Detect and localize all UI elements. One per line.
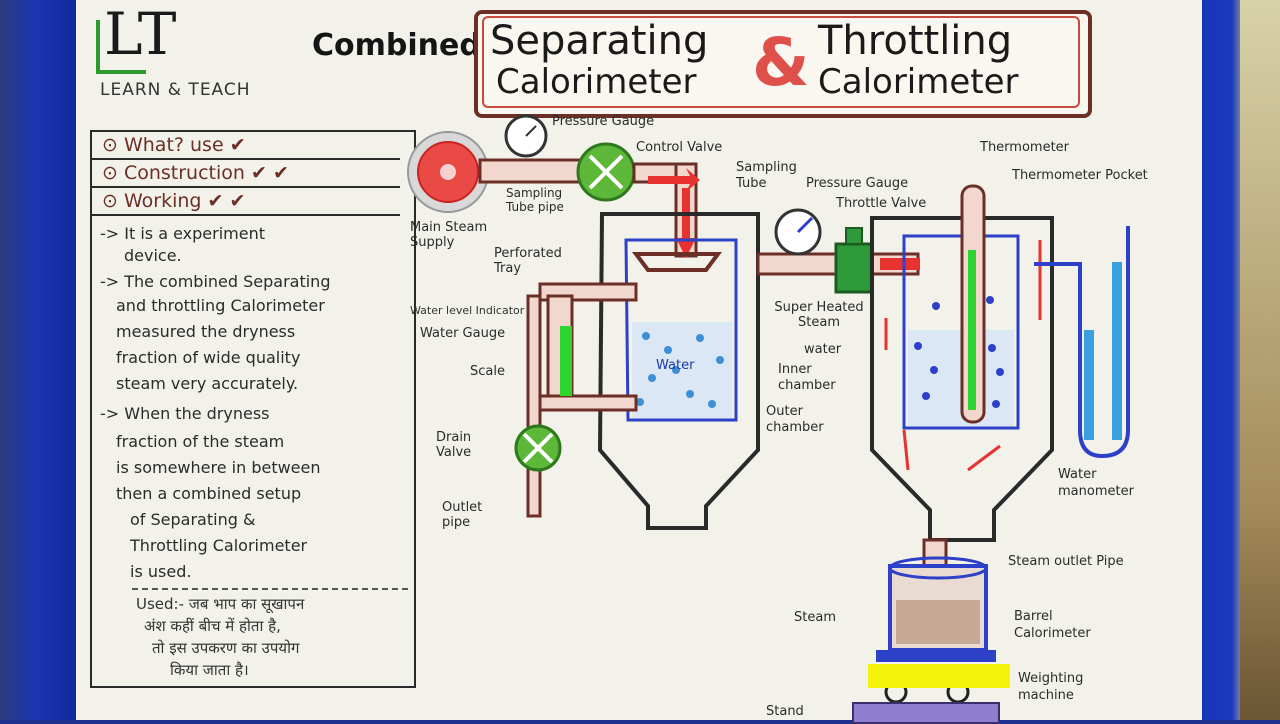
label-barrel-calorimeter: Barrel Calorimeter	[1014, 609, 1091, 641]
used-line: Used:- जब भाप का सूखापन	[136, 595, 305, 613]
throttle-valve	[834, 242, 874, 294]
separator-outer	[597, 212, 760, 530]
note-line: is somewhere in between	[116, 458, 321, 477]
label-steam: Steam	[794, 610, 836, 625]
note-line: of Separating &	[130, 510, 256, 529]
logo-l-base	[96, 70, 146, 74]
logo-tagline: LEARN & TEACH	[100, 80, 251, 100]
label-pressure-gauge-2: Pressure Gauge	[806, 176, 909, 191]
label-water: water	[804, 342, 842, 357]
logo-l-stroke	[96, 20, 100, 72]
label-water-in-tank: Water	[656, 358, 695, 373]
stand-block	[852, 702, 1000, 724]
label-perforated-tray: Perforated Tray	[494, 246, 562, 276]
label-thermometer: Thermometer	[980, 140, 1070, 155]
label-control-valve: Control Valve	[636, 140, 723, 155]
weighing-platform	[876, 650, 996, 662]
title-line1-right: Throttling	[818, 18, 1013, 64]
note-line: steam very accurately.	[116, 374, 299, 393]
note-line: is used.	[130, 562, 192, 581]
row-divider	[92, 186, 400, 188]
title-line2-right: Calorimeter	[818, 62, 1019, 102]
row-divider	[92, 158, 400, 160]
label-steam-outlet-pipe: Steam outlet Pipe	[1008, 554, 1124, 569]
label-super-heated-steam: Super Heated Steam	[774, 300, 864, 330]
label-throttle-valve: Throttle Valve	[836, 196, 927, 211]
topic-what-use: ⊙ What? use ✔	[102, 134, 246, 156]
note-line: device.	[124, 246, 182, 265]
note-line: measured the dryness	[116, 322, 296, 341]
note-line: then a combined setup	[116, 484, 302, 503]
water-manometer	[1034, 226, 1130, 459]
board-frame-left	[0, 0, 78, 720]
label-main-steam-supply: Main Steam Supply	[410, 220, 488, 250]
perforated-tray	[632, 252, 722, 272]
notes-table	[90, 130, 416, 688]
label-water-manometer: Water manometer	[1058, 467, 1134, 499]
label-pressure-gauge-1: Pressure Gauge	[552, 114, 655, 129]
note-line: and throttling Calorimeter	[116, 296, 325, 315]
topic-construction: ⊙ Construction ✔ ✔	[102, 162, 289, 184]
title-box-inner	[482, 16, 1080, 108]
label-inner-chamber: Inner chamber	[778, 362, 836, 393]
title-prefix: Combined	[312, 28, 481, 63]
water-level-indicator	[560, 326, 572, 396]
note-line: -> The combined Separating	[100, 272, 331, 291]
highlight-bar	[868, 664, 1010, 688]
note-line: fraction of the steam	[116, 432, 285, 451]
title-ampersand: &	[752, 24, 810, 101]
topic-working: ⊙ Working ✔ ✔	[102, 190, 246, 212]
label-sampling-tube-pipe: Sampling Tube pipe	[506, 186, 564, 214]
steam-supply-hub	[440, 164, 456, 180]
thermometer	[968, 250, 976, 410]
used-line: किया जाता है।	[170, 661, 249, 679]
label-outlet-pipe: Outlet pipe	[442, 500, 483, 530]
label-water-gauge: Water Gauge	[420, 326, 506, 341]
title-line2-left: Calorimeter	[496, 62, 697, 102]
supply-pipe	[478, 158, 582, 184]
row-divider	[92, 214, 400, 216]
label-thermometer-pocket: Thermometer Pocket	[1012, 168, 1148, 183]
label-weighting-machine: Weighting machine	[1018, 671, 1084, 703]
used-divider	[132, 588, 408, 590]
label-drain-valve: Drain Valve	[436, 430, 472, 460]
used-line: तो इस उपकरण का उपयोग	[152, 639, 300, 657]
logo-letters: LT	[104, 0, 177, 68]
note-line: -> It is a experiment	[100, 224, 265, 243]
separator-inner	[624, 238, 738, 422]
label-scale: Scale	[470, 364, 505, 379]
background-wall	[1240, 0, 1280, 720]
note-line: -> When the dryness	[100, 404, 270, 423]
title-line1-left: Separating	[490, 18, 709, 64]
label-stand: Stand	[766, 704, 804, 719]
throttle-outer	[870, 216, 1054, 542]
label-outer-chamber: Outer chamber	[766, 404, 824, 435]
label-water-level-indicator: Water level Indicator	[410, 304, 525, 317]
used-line: अंश कहीं बीच में होता है,	[144, 617, 281, 635]
note-line: Throttling Calorimeter	[130, 536, 308, 555]
note-line: fraction of wide quality	[116, 348, 301, 367]
title-box	[474, 10, 1092, 118]
label-sampling-tube: Sampling Tube	[736, 160, 797, 191]
